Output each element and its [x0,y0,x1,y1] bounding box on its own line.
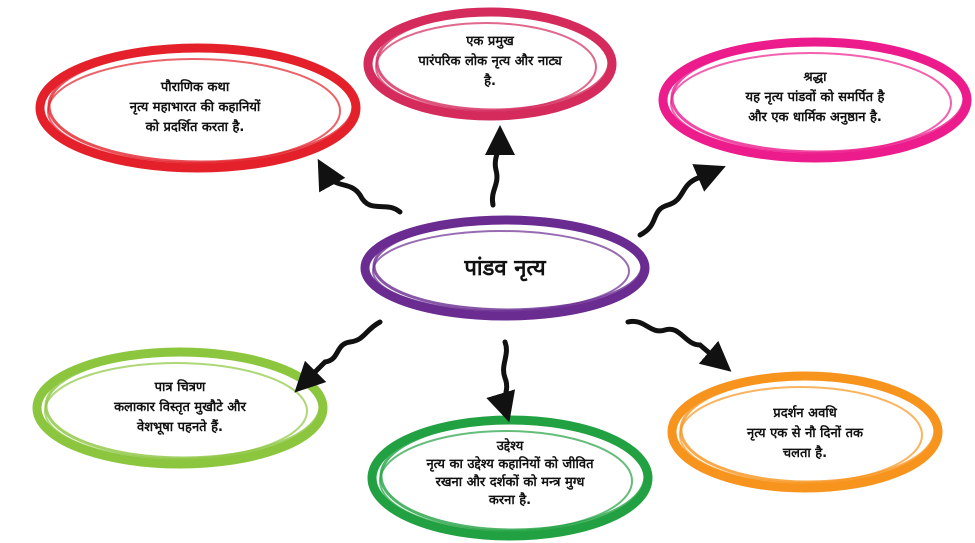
arrow-up-left [317,158,403,215]
central-topic: पांडव नृत्य [405,254,605,284]
node-text: वेशभूषा पहनते हैं. [137,420,223,435]
arrow-down-right [625,318,732,372]
node-text: पारंपरिक लोक नृत्य और नाट्य [418,54,562,69]
duration-ellipse [679,386,923,484]
central-topic-title: पांडव नृत्य [464,256,546,281]
node-heading: पौराणिक कथा [160,80,230,95]
arrow-up [484,125,515,208]
node-heading: श्रद्धा [803,70,827,85]
node-text: कलाकार विस्तृत मुखौटे और [114,400,246,415]
tradition-ellipse [375,22,597,112]
node-tradition: एक प्रमुख पारंपरिक लोक नृत्य और नाट्य है… [365,32,615,92]
node-heading: एक प्रमुख [466,34,514,49]
node-purpose: उद्देश्य नृत्य का उद्देश्य कहानियों को ज… [380,438,640,510]
node-text: है. [484,74,496,89]
arrow-up-right [637,164,726,238]
purpose-ellipse [379,430,633,532]
mythology-ellipse [47,58,341,164]
devotion-ellipse [670,52,952,154]
devotion-ellipse [658,37,972,163]
tradition-ellipse [363,7,617,121]
node-characters: पात्र चित्रण कलाकार विस्तृत मुखौटे और वे… [50,378,310,438]
arrow-down [486,339,516,423]
node-mythology: पौराणिक कथा नृत्य महाभारत की कहानियों को… [60,78,330,138]
node-text: और एक धार्मिक अनुष्ठान है. [748,110,882,125]
node-text: नृत्य महाभारत की कहानियों [129,100,261,115]
characters-ellipse [32,347,328,469]
node-text: रखना और दर्शकों को मन्त्र मुग्ध [435,475,585,490]
node-heading: पात्र चित्रण [154,380,206,395]
node-text: यह नृत्य पांडवों को समर्पित है [745,90,885,105]
node-duration: प्रदर्शन अवधि नृत्य एक से नौ दिनों तक चल… [680,404,930,464]
node-text: को प्रदर्शित करता है. [145,120,245,135]
node-text: चलता है. [782,446,828,461]
node-text: नृत्य एक से नौ दिनों तक [747,426,863,441]
characters-ellipse [44,362,308,460]
node-text: करना है. [488,493,532,508]
arrow-down-left [294,319,383,393]
node-heading: उद्देश्य [496,439,524,454]
duration-ellipse [667,371,943,493]
node-text: नृत्य का उद्देश्य कहानियों को जीवित [426,457,594,472]
central-ellipse [360,215,650,321]
central-ellipse [372,230,630,312]
node-heading: प्रदर्शन अवधि [773,406,837,421]
mythology-ellipse [35,43,361,173]
node-devotion: श्रद्धा यह नृत्य पांडवों को समर्पित है औ… [680,68,950,128]
